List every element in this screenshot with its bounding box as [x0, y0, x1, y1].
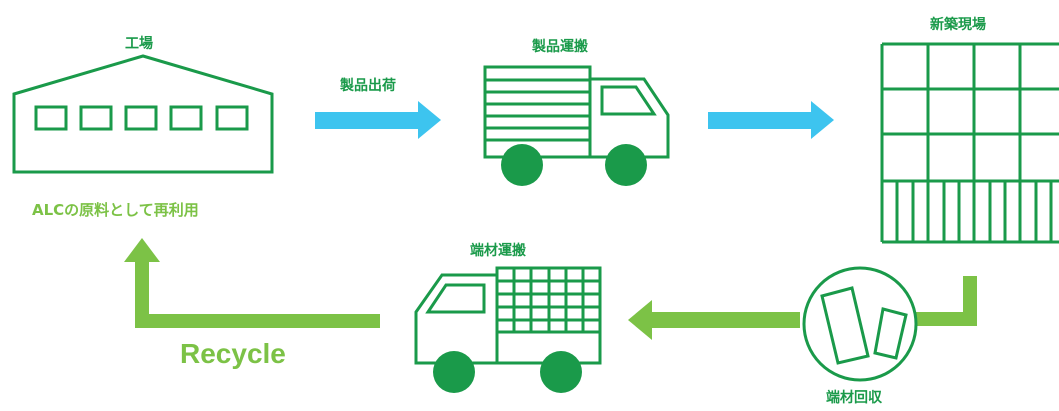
- scrap-truck-icon: [414, 266, 602, 393]
- reuse-label: ALCの原料として再利用: [32, 201, 199, 219]
- collection-connector: [914, 276, 977, 326]
- scrap-transport-label: 端材運搬: [470, 243, 526, 259]
- building-icon: [880, 42, 1059, 244]
- factory-label: 工場: [125, 36, 153, 52]
- scrap-transport-arrow: [628, 300, 800, 340]
- factory-icon: [12, 54, 274, 174]
- recycle-label: Recycle: [180, 338, 286, 369]
- scrap-collection-icon: [802, 266, 918, 382]
- shipping-arrow: [315, 101, 441, 139]
- construction-site-label: 新築現場: [930, 17, 986, 33]
- recycle-arrow: [124, 238, 380, 328]
- scrap-collection-label: 端材回収: [826, 390, 882, 406]
- transport-arrow: [708, 101, 834, 139]
- product-transport-label: 製品運搬: [532, 39, 588, 55]
- product-shipping-label: 製品出荷: [340, 78, 396, 94]
- product-truck-icon: [483, 65, 670, 186]
